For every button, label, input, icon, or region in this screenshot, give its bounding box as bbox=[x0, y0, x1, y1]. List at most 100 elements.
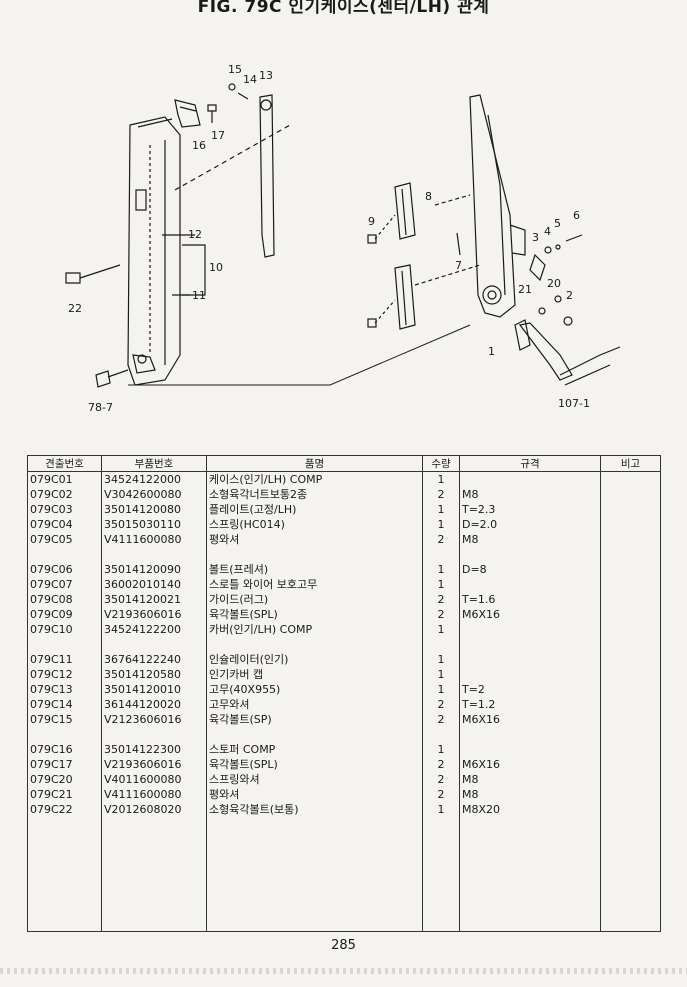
table-cell: 고무와셔 bbox=[206, 697, 423, 712]
table-cell: 35014120010 bbox=[101, 682, 207, 697]
table-cell bbox=[600, 607, 661, 622]
table-cell bbox=[101, 727, 207, 742]
table-cell: 2 bbox=[422, 487, 460, 502]
callout-1: 1 bbox=[488, 345, 495, 358]
table-cell: 볼트(프레셔) bbox=[206, 562, 423, 577]
table-cell: 1 bbox=[422, 502, 460, 517]
table-cell bbox=[459, 637, 601, 652]
callout-107-1: 107-1 bbox=[558, 397, 590, 410]
table-cell: M6X16 bbox=[459, 607, 601, 622]
callout-21: 21 bbox=[518, 283, 532, 296]
table-cell bbox=[600, 562, 661, 577]
table-cell: V2193606016 bbox=[101, 757, 207, 772]
callout-10: 10 bbox=[209, 261, 223, 274]
table-cell: 인기카버 캡 bbox=[206, 667, 423, 682]
table-cell: 35014120580 bbox=[101, 667, 207, 682]
table-cell bbox=[600, 517, 661, 532]
table-cell bbox=[27, 727, 102, 742]
parts-exploded-diagram: 15 14 13 17 16 12 10 11 22 78-7 8 9 7 3 … bbox=[65, 63, 621, 414]
table-cell: 1 bbox=[422, 471, 460, 487]
table-cell: 1 bbox=[422, 517, 460, 532]
table-cell: V4111600080 bbox=[101, 532, 207, 547]
callout-17: 17 bbox=[211, 129, 225, 142]
table-cell: 079C04 bbox=[27, 517, 102, 532]
table-cell: 079C06 bbox=[27, 562, 102, 577]
table-cell bbox=[459, 727, 601, 742]
callout-11: 11 bbox=[192, 289, 206, 302]
callout-4: 4 bbox=[544, 225, 551, 238]
table-cell: V4011600080 bbox=[101, 772, 207, 787]
table-cell: 079C17 bbox=[27, 757, 102, 772]
callout-3: 3 bbox=[532, 231, 539, 244]
table-cell bbox=[600, 592, 661, 607]
table-cell bbox=[206, 547, 423, 562]
callout-16: 16 bbox=[192, 139, 206, 152]
table-cell: 079C09 bbox=[27, 607, 102, 622]
table-cell bbox=[27, 637, 102, 652]
table-cell: 케이스(인기/LH) COMP bbox=[206, 471, 423, 487]
table-cell: 079C05 bbox=[27, 532, 102, 547]
table-cell: 36002010140 bbox=[101, 577, 207, 592]
scan-edge-strip bbox=[0, 968, 687, 974]
table-cell: 34524122200 bbox=[101, 622, 207, 637]
table-cell: V3042600080 bbox=[101, 487, 207, 502]
table-cell: 079C07 bbox=[27, 577, 102, 592]
table-cell: 스토퍼 COMP bbox=[206, 742, 423, 757]
table-cell bbox=[600, 742, 661, 757]
table-cell: 35014120080 bbox=[101, 502, 207, 517]
table-cell: M8 bbox=[459, 532, 601, 547]
callout-8-upper: 8 bbox=[425, 190, 432, 203]
table-cell: 육각볼트(SPL) bbox=[206, 607, 423, 622]
table-cell bbox=[600, 682, 661, 697]
table-cell: 소형육각볼트(보통) bbox=[206, 802, 423, 817]
table-cell: 육각볼트(SP) bbox=[206, 712, 423, 727]
table-row bbox=[27, 727, 661, 742]
table-cell: 36144120020 bbox=[101, 697, 207, 712]
table-cell bbox=[27, 547, 102, 562]
table-cell bbox=[422, 817, 460, 932]
callout-9-upper: 9 bbox=[368, 215, 375, 228]
figure-title: FIG. 79C 인기케이스(센터/LH) 관계 bbox=[197, 0, 490, 17]
callout-14: 14 bbox=[243, 73, 257, 86]
callout-15: 15 bbox=[228, 63, 242, 76]
table-cell bbox=[600, 757, 661, 772]
table-cell: 카버(인기/LH) COMP bbox=[206, 622, 423, 637]
table-cell: M8X20 bbox=[459, 802, 601, 817]
table-cell: 스프링(HC014) bbox=[206, 517, 423, 532]
table-cell bbox=[600, 712, 661, 727]
table-cell: 079C03 bbox=[27, 502, 102, 517]
table-cell bbox=[206, 817, 423, 932]
column-header: 품명 bbox=[206, 455, 423, 472]
table-cell bbox=[600, 802, 661, 817]
table-cell bbox=[600, 577, 661, 592]
table-cell bbox=[600, 772, 661, 787]
table-cell bbox=[600, 667, 661, 682]
table-cell bbox=[600, 502, 661, 517]
table-cell: 1 bbox=[422, 682, 460, 697]
table-cell bbox=[459, 817, 601, 932]
table-cell: M6X16 bbox=[459, 712, 601, 727]
table-cell: M8 bbox=[459, 787, 601, 802]
table-cell bbox=[101, 817, 207, 932]
table-cell bbox=[600, 697, 661, 712]
callout-2: 2 bbox=[566, 289, 573, 302]
table-cell: 2 bbox=[422, 592, 460, 607]
table-cell: M6X16 bbox=[459, 757, 601, 772]
table-cell: 079C01 bbox=[27, 471, 102, 487]
table-cell: 평와셔 bbox=[206, 787, 423, 802]
table-cell: 079C11 bbox=[27, 652, 102, 667]
callout-20: 20 bbox=[547, 277, 561, 290]
table-cell: 079C13 bbox=[27, 682, 102, 697]
table-cell: D=2.0 bbox=[459, 517, 601, 532]
